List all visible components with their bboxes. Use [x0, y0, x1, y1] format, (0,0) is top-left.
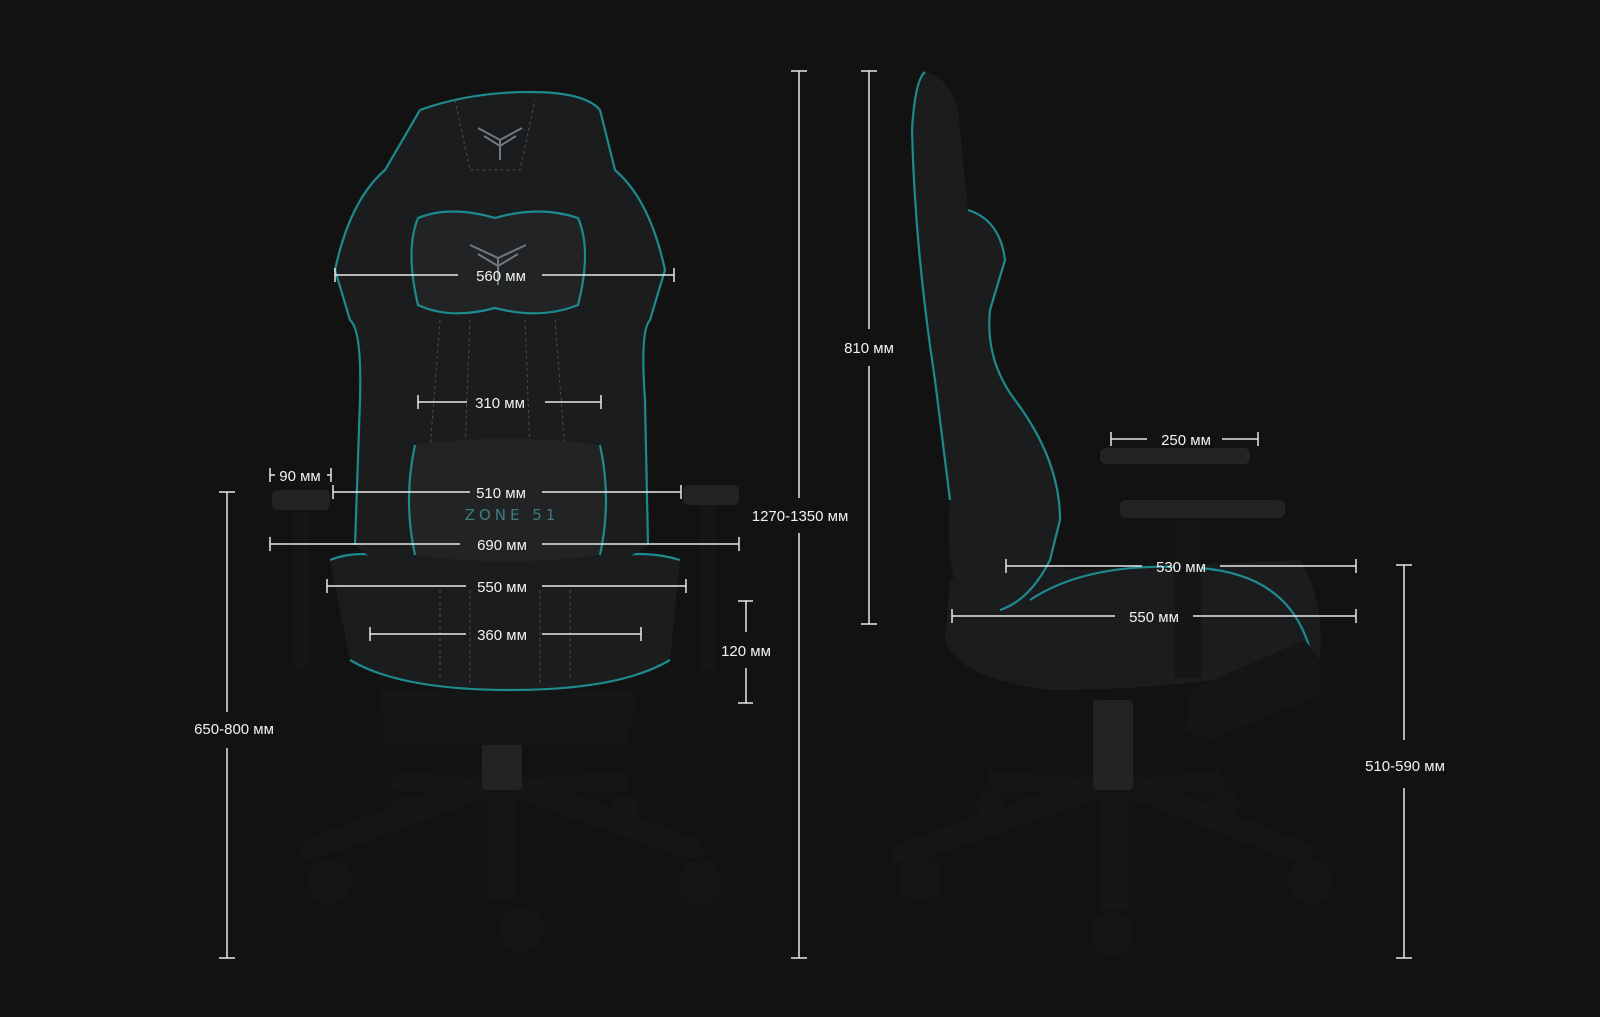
overall-height-dimension: 1270-1350 мм	[752, 70, 849, 959]
overall-seat-depth-dimension: 550 мм	[951, 609, 1357, 626]
headrest-width-dimension: 560 мм	[334, 268, 675, 285]
side-backrest	[912, 72, 1060, 610]
top-emblem-icon	[477, 127, 523, 160]
right-armrest	[683, 485, 739, 670]
front-chair-illustration: ZONE 51	[272, 90, 739, 952]
svg-text:120 мм: 120 мм	[721, 643, 771, 660]
pillow-emblem-icon	[469, 244, 527, 285]
svg-text:310 мм: 310 мм	[475, 395, 525, 412]
side-chair-illustration	[893, 71, 1332, 957]
side-wheelbase	[893, 700, 1332, 957]
left-armrest	[272, 490, 330, 670]
armrest-pad-width-dimension: 90 мм	[269, 468, 332, 485]
seat-height-dimension: 510-590 мм	[1365, 564, 1445, 959]
svg-text:510 мм: 510 мм	[476, 485, 526, 502]
seat-inner-width-dimension: 360 мм	[369, 627, 642, 644]
front-wheelbase	[300, 700, 722, 952]
overall-width-dimension: 690 мм	[269, 537, 740, 554]
armrest-inner-distance-dimension: 510 мм	[332, 485, 682, 502]
svg-text:90 мм: 90 мм	[279, 468, 320, 485]
brand-logo-text: ZONE 51	[465, 506, 560, 524]
side-footrest	[1185, 640, 1320, 740]
armrest-length-dimension: 250 мм	[1110, 432, 1259, 449]
svg-text:550 мм: 550 мм	[1129, 609, 1179, 626]
backrest-height-dimension: 810 мм	[844, 70, 894, 625]
svg-text:560 мм: 560 мм	[476, 268, 526, 285]
svg-text:690 мм: 690 мм	[477, 537, 527, 554]
svg-text:360 мм: 360 мм	[477, 627, 527, 644]
front-seat	[330, 554, 680, 690]
backrest-inner-width-dimension: 310 мм	[417, 395, 602, 412]
side-seat	[945, 560, 1321, 690]
svg-text:530 мм: 530 мм	[1156, 559, 1206, 576]
svg-text:1270-1350 мм: 1270-1350 мм	[752, 508, 849, 525]
svg-text:550 мм: 550 мм	[477, 579, 527, 596]
seat-width-dimension: 550 мм	[326, 579, 687, 596]
svg-text:810 мм: 810 мм	[844, 340, 894, 357]
svg-text:510-590 мм: 510-590 мм	[1365, 758, 1445, 775]
seat-depth-dimension: 530 мм	[1005, 559, 1357, 576]
svg-text:250 мм: 250 мм	[1161, 432, 1211, 449]
svg-text:650-800 мм: 650-800 мм	[194, 721, 274, 738]
armrest-height-adjust-dimension: 120 мм	[721, 600, 771, 704]
side-armrest	[1100, 448, 1285, 678]
lumbar-pillow	[409, 438, 606, 562]
armrest-floor-height-dimension: 650-800 мм	[194, 491, 274, 959]
